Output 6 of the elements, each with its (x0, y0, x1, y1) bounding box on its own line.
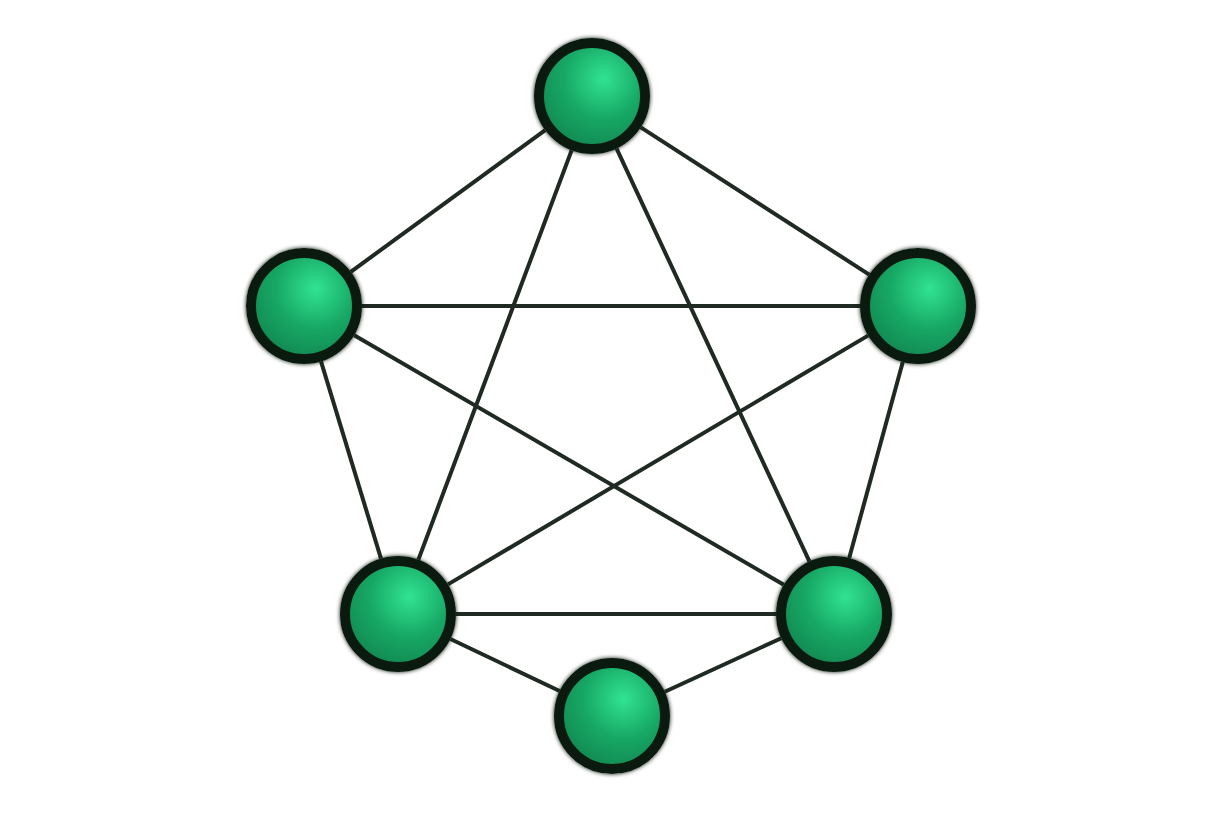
connector-line (349, 128, 547, 274)
connector-line (362, 304, 860, 308)
connector-line (416, 149, 574, 561)
connector-line (847, 361, 905, 559)
connector-line (456, 612, 776, 616)
connector-line (319, 360, 383, 560)
